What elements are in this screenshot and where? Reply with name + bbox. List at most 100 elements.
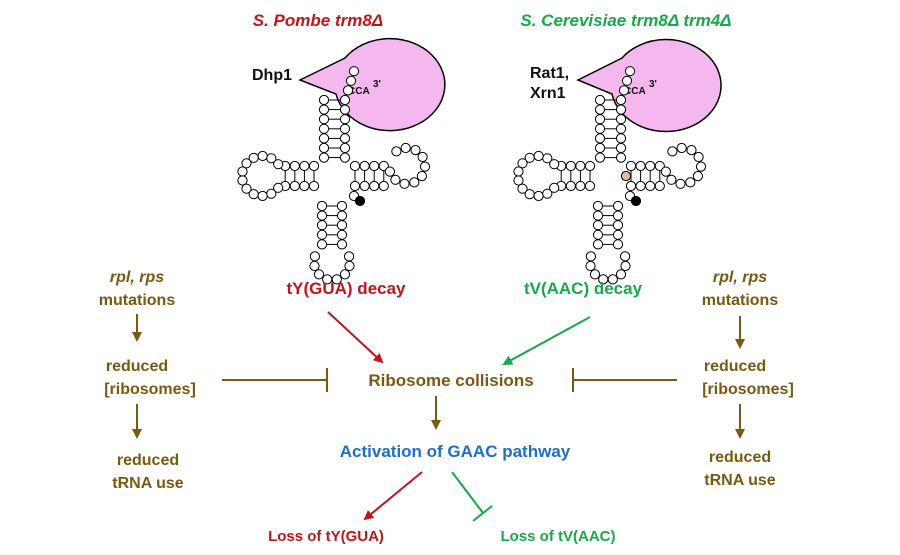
nucleotide [345,75,357,86]
right-cca-label: CCA [624,86,646,97]
nucleotide [339,269,351,280]
right-trna-nucleotides [513,66,707,285]
nucleotide [318,152,330,163]
right-trna-panel: S. Cerevisiae trm8Δ trm4Δ Rat1, Xrn1 CCA… [513,11,732,298]
right-decay-label: tV(AAC) decay [524,279,643,298]
right-mutations-line2: mutations [702,292,779,309]
nucleotide [237,175,248,186]
nucleotide [625,160,637,172]
nucleotide [336,200,348,212]
nucleotide [612,220,624,231]
ribosome-collisions-label: Ribosome collisions [368,371,533,390]
nucleotide [594,114,606,125]
nucleotide [592,200,604,212]
nucleotide [299,160,310,172]
right-mutations-line1: rpl, rps [713,269,767,286]
nucleotide [615,152,627,163]
rat1-label: Rat1, [530,65,569,82]
nucleotide [289,180,300,192]
gaac-activation-label: Activation of GAAC pathway [340,442,571,461]
left-trna-line1: reduced [117,452,179,469]
nucleotide [316,239,328,250]
left-pathway: rpl, rps mutations reduced [ribosomes] r… [99,269,328,492]
nucleotide [565,160,576,172]
left-trna-nucleotides [237,66,431,285]
nucleotide [318,133,330,144]
nucleotide [594,123,606,134]
nucleotide [237,166,248,177]
nucleotide [630,195,642,207]
nucleotide [686,145,697,156]
nucleotide [517,183,528,194]
nucleotide [620,260,631,272]
nucleotide [612,200,624,212]
nucleotide [676,142,687,154]
nucleotide [592,239,604,250]
nucleotide [378,180,389,192]
left-decay-label: tY(GUA) decay [286,279,406,298]
left-mutations-line2: mutations [99,292,176,309]
dhp1-label: Dhp1 [252,67,292,84]
nucleotide [594,133,606,144]
nucleotide [339,133,351,144]
nucleotide [625,180,637,192]
nucleotide [313,269,325,280]
nucleotide [339,114,351,125]
nucleotide [339,142,351,154]
rat1-xrn1-enzyme-shape [576,38,722,133]
nucleotide [400,142,411,154]
nucleotide [316,210,328,221]
right-trna-line1: reduced [709,449,771,466]
nucleotide [549,159,560,170]
nucleotide [635,180,646,192]
nucleotide [585,251,597,262]
nucleotide [299,180,310,192]
nucleotide [575,180,586,192]
right-trna-line2: tRNA use [704,472,776,489]
nucleotide [592,229,604,240]
nucleotide [318,94,330,106]
nucleotide [615,94,627,106]
nucleotide [612,229,624,240]
nucleotide [336,239,348,250]
nucleotide [618,85,630,96]
nucleotide [359,160,370,172]
nucleotide [419,161,431,172]
nucleotide [318,114,330,125]
nucleotide [624,66,636,77]
nucleotide [257,190,268,202]
nucleotide [390,174,401,185]
tygua-to-collisions-arrow [327,311,384,364]
nucleotide [542,153,553,164]
gaac-to-loss-tygua-arrow [363,471,423,521]
nucleotide [384,166,395,177]
nucleotide [621,75,633,86]
nucleotide [336,220,348,231]
left-trna-structure: Dhp1 CCA 3' [237,37,446,285]
nucleotide [316,229,328,240]
nucleotide [339,123,351,134]
right-panel-title: S. Cerevisiae trm8Δ trm4Δ [520,11,731,30]
nucleotide [248,152,259,163]
nucleotide [589,269,601,280]
nucleotide [344,260,355,272]
nucleotide [349,160,361,172]
nucleotide [594,104,606,115]
nucleotide [645,180,656,192]
nucleotide [612,239,624,250]
nucleotide [615,123,627,134]
nucleotide [575,160,586,172]
nucleotide [675,178,686,189]
nucleotide [685,177,696,188]
nucleotide [549,182,560,193]
nucleotide [248,189,259,200]
xrn1-label: Xrn1 [530,85,566,102]
nucleotide [316,220,328,231]
nucleotide [309,251,320,262]
nucleotide [331,274,342,285]
nucleotide [339,104,351,115]
nucleotide [266,153,277,164]
nucleotide [584,180,596,192]
